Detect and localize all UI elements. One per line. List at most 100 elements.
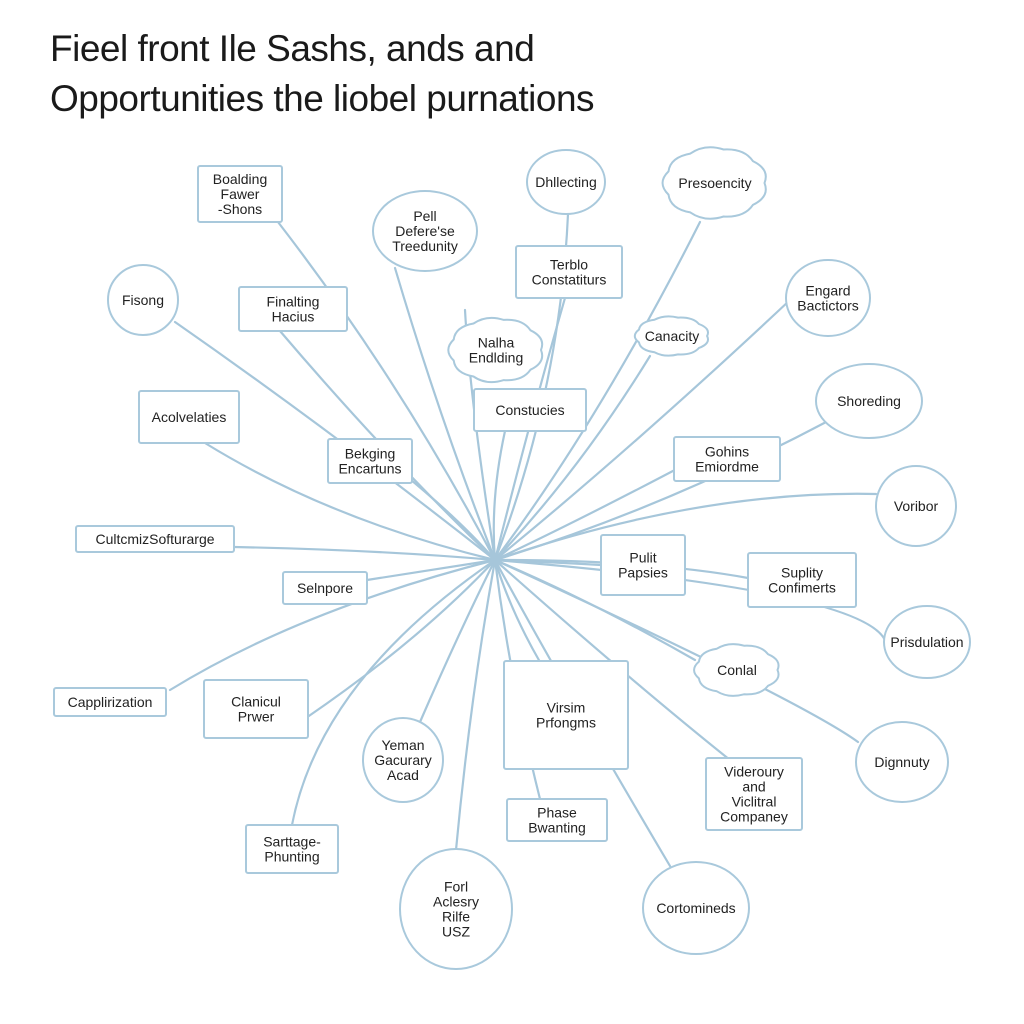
node-shape-finalting (238, 286, 348, 332)
node-label-prisdulation-0: Prisdulation (890, 634, 963, 650)
connector-line-voribor (493, 492, 878, 562)
node-shape-terblo (515, 245, 623, 299)
node-shape-nalha (447, 316, 544, 384)
node-shape-presoencity (661, 146, 767, 220)
node-shape-bekging (327, 438, 413, 484)
node-shape-virsim (503, 660, 629, 770)
node-shape-dhllecting (526, 149, 606, 215)
node-label-cortomineds-0: Cortomineds (656, 900, 735, 916)
node-label-acolvelaties-0: Acolvelaties (152, 409, 227, 425)
node-label-forl-0: Forl (444, 879, 468, 895)
node-label-pulit-0: Pulit (629, 550, 656, 566)
node-voribor[interactable]: Voribor (875, 465, 957, 547)
node-label-clanicul-0: Clanicul (231, 694, 281, 710)
node-shape-boalding (197, 165, 283, 223)
connector-line-presoencity (493, 220, 702, 562)
node-dhllecting[interactable]: Dhllecting (526, 149, 606, 215)
node-shoreding[interactable]: Shoreding (815, 363, 923, 439)
connector-line-gohins (493, 460, 692, 562)
node-label-bekging-0: Bekging (345, 446, 396, 462)
node-capacity[interactable]: Canacity (633, 315, 710, 357)
node-shape-phase (506, 798, 608, 842)
node-label-terblo-1: Constatiturs (532, 272, 607, 288)
node-conlal[interactable]: Conlal (693, 643, 780, 697)
node-label-forl-1: Aclesry (433, 894, 479, 910)
node-presoencity[interactable]: Presoencity (661, 146, 767, 220)
node-label-sarttage-0: Sarttage- (263, 834, 321, 850)
connector-line-boalding (276, 220, 497, 562)
node-cultcmiz[interactable]: CultcmizSofturarge (75, 525, 235, 553)
node-label-terblo-0: Terblo (550, 257, 588, 273)
node-label-capplirization-0: Capplirization (68, 694, 153, 710)
node-label-yeman-1: Gacurary (374, 752, 432, 768)
node-label-nalha-0: Nalha (478, 335, 515, 351)
node-label-conlal-0: Conlal (717, 662, 757, 678)
node-shape-prisdulation (883, 605, 971, 679)
node-capplirization[interactable]: Capplirization (53, 687, 167, 717)
node-selnpore[interactable]: Selnpore (282, 571, 368, 605)
node-prisdulation[interactable]: Prisdulation (883, 605, 971, 679)
node-shape-pulit (600, 534, 686, 596)
node-label-pell-1: Defere'se (395, 223, 455, 239)
node-label-gohins-1: Emiordme (695, 459, 759, 475)
node-shape-videroury (705, 757, 803, 831)
node-shape-capacity (633, 315, 710, 357)
node-sarttage[interactable]: Sarttage-Phunting (245, 824, 339, 874)
connector-line-cultcmiz (232, 545, 497, 562)
node-shape-conlal (693, 643, 780, 697)
node-dignnuty[interactable]: Dignnuty (855, 721, 949, 803)
node-shape-selnpore (282, 571, 368, 605)
node-label-pulit-1: Papsies (618, 565, 668, 581)
connector-line-fisong (173, 320, 497, 562)
node-shape-yeman (362, 717, 444, 803)
node-label-finalting-0: Finalting (267, 294, 320, 310)
node-cortomineds[interactable]: Cortomineds (642, 861, 750, 955)
node-label-suplity-0: Suplity (781, 565, 823, 581)
node-label-sarttage-1: Phunting (264, 849, 319, 865)
node-label-voribor-0: Voribor (894, 498, 939, 514)
node-shape-dignnuty (855, 721, 949, 803)
node-label-nalha-1: Endlding (469, 350, 524, 366)
connector-line-clanicul (304, 558, 497, 720)
connector-line-sarttage (290, 558, 497, 827)
node-shape-gohins (673, 436, 781, 482)
node-constucies[interactable]: Constucies (473, 388, 587, 432)
node-label-pell-2: Treedunity (392, 238, 458, 254)
title-line-2: Opportunities the liobel purnations (50, 78, 595, 119)
node-label-constucies-0: Constucies (495, 402, 564, 418)
node-fisong[interactable]: Fisong (107, 264, 179, 336)
connector-line-selnpore (365, 558, 497, 582)
node-label-boalding-2: -Shons (218, 201, 262, 217)
connector-line-forl (454, 558, 497, 852)
node-label-phase-0: Phase (537, 805, 577, 821)
node-acolvelaties[interactable]: Acolvelaties (138, 390, 240, 444)
node-shape-suplity (747, 552, 857, 608)
node-label-dhllecting-0: Dhllecting (535, 174, 596, 190)
node-label-yeman-2: Acad (387, 767, 419, 783)
node-label-clanicul-1: Prwer (238, 709, 275, 725)
node-label-gohins-0: Gohins (705, 444, 749, 460)
node-label-yeman-0: Yeman (381, 737, 424, 753)
connector-line-yeman (418, 558, 497, 724)
node-shape-voribor (875, 465, 957, 547)
node-label-videroury-3: Companey (720, 809, 788, 825)
central-hub (491, 556, 499, 564)
